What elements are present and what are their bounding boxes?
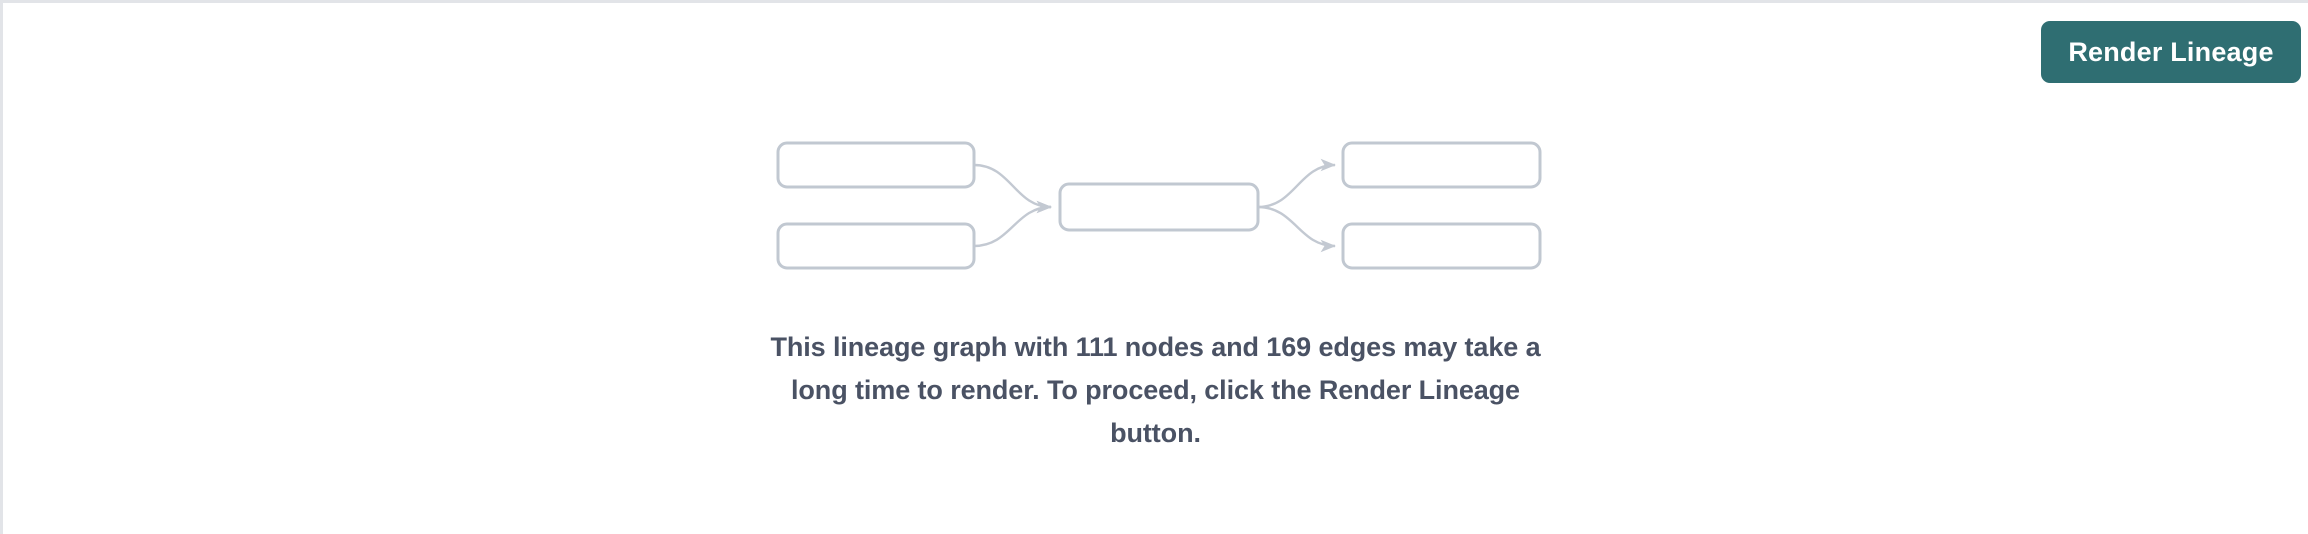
lineage-warning-message: This lineage graph with 111 nodes and 16… <box>770 332 1541 448</box>
graph-node-center[interactable] <box>1058 182 1260 232</box>
graph-node-left-bottom[interactable] <box>776 222 976 270</box>
graph-node-left-top[interactable] <box>776 141 976 189</box>
graph-node-right-top[interactable] <box>1341 141 1542 189</box>
graph-edges <box>973 158 1336 253</box>
placeholder-graph <box>3 3 2308 303</box>
placeholder-graph-svg <box>776 141 1542 270</box>
edge-left-top-to-center <box>973 163 1052 214</box>
edge-center-to-right-top <box>1257 158 1336 209</box>
graph-nodes <box>776 141 1542 270</box>
graph-node-right-bottom[interactable] <box>1341 222 1542 270</box>
edge-center-to-right-bottom <box>1257 205 1336 253</box>
render-lineage-button[interactable]: Render Lineage <box>2041 21 2301 83</box>
edge-left-bottom-to-center <box>973 200 1052 248</box>
